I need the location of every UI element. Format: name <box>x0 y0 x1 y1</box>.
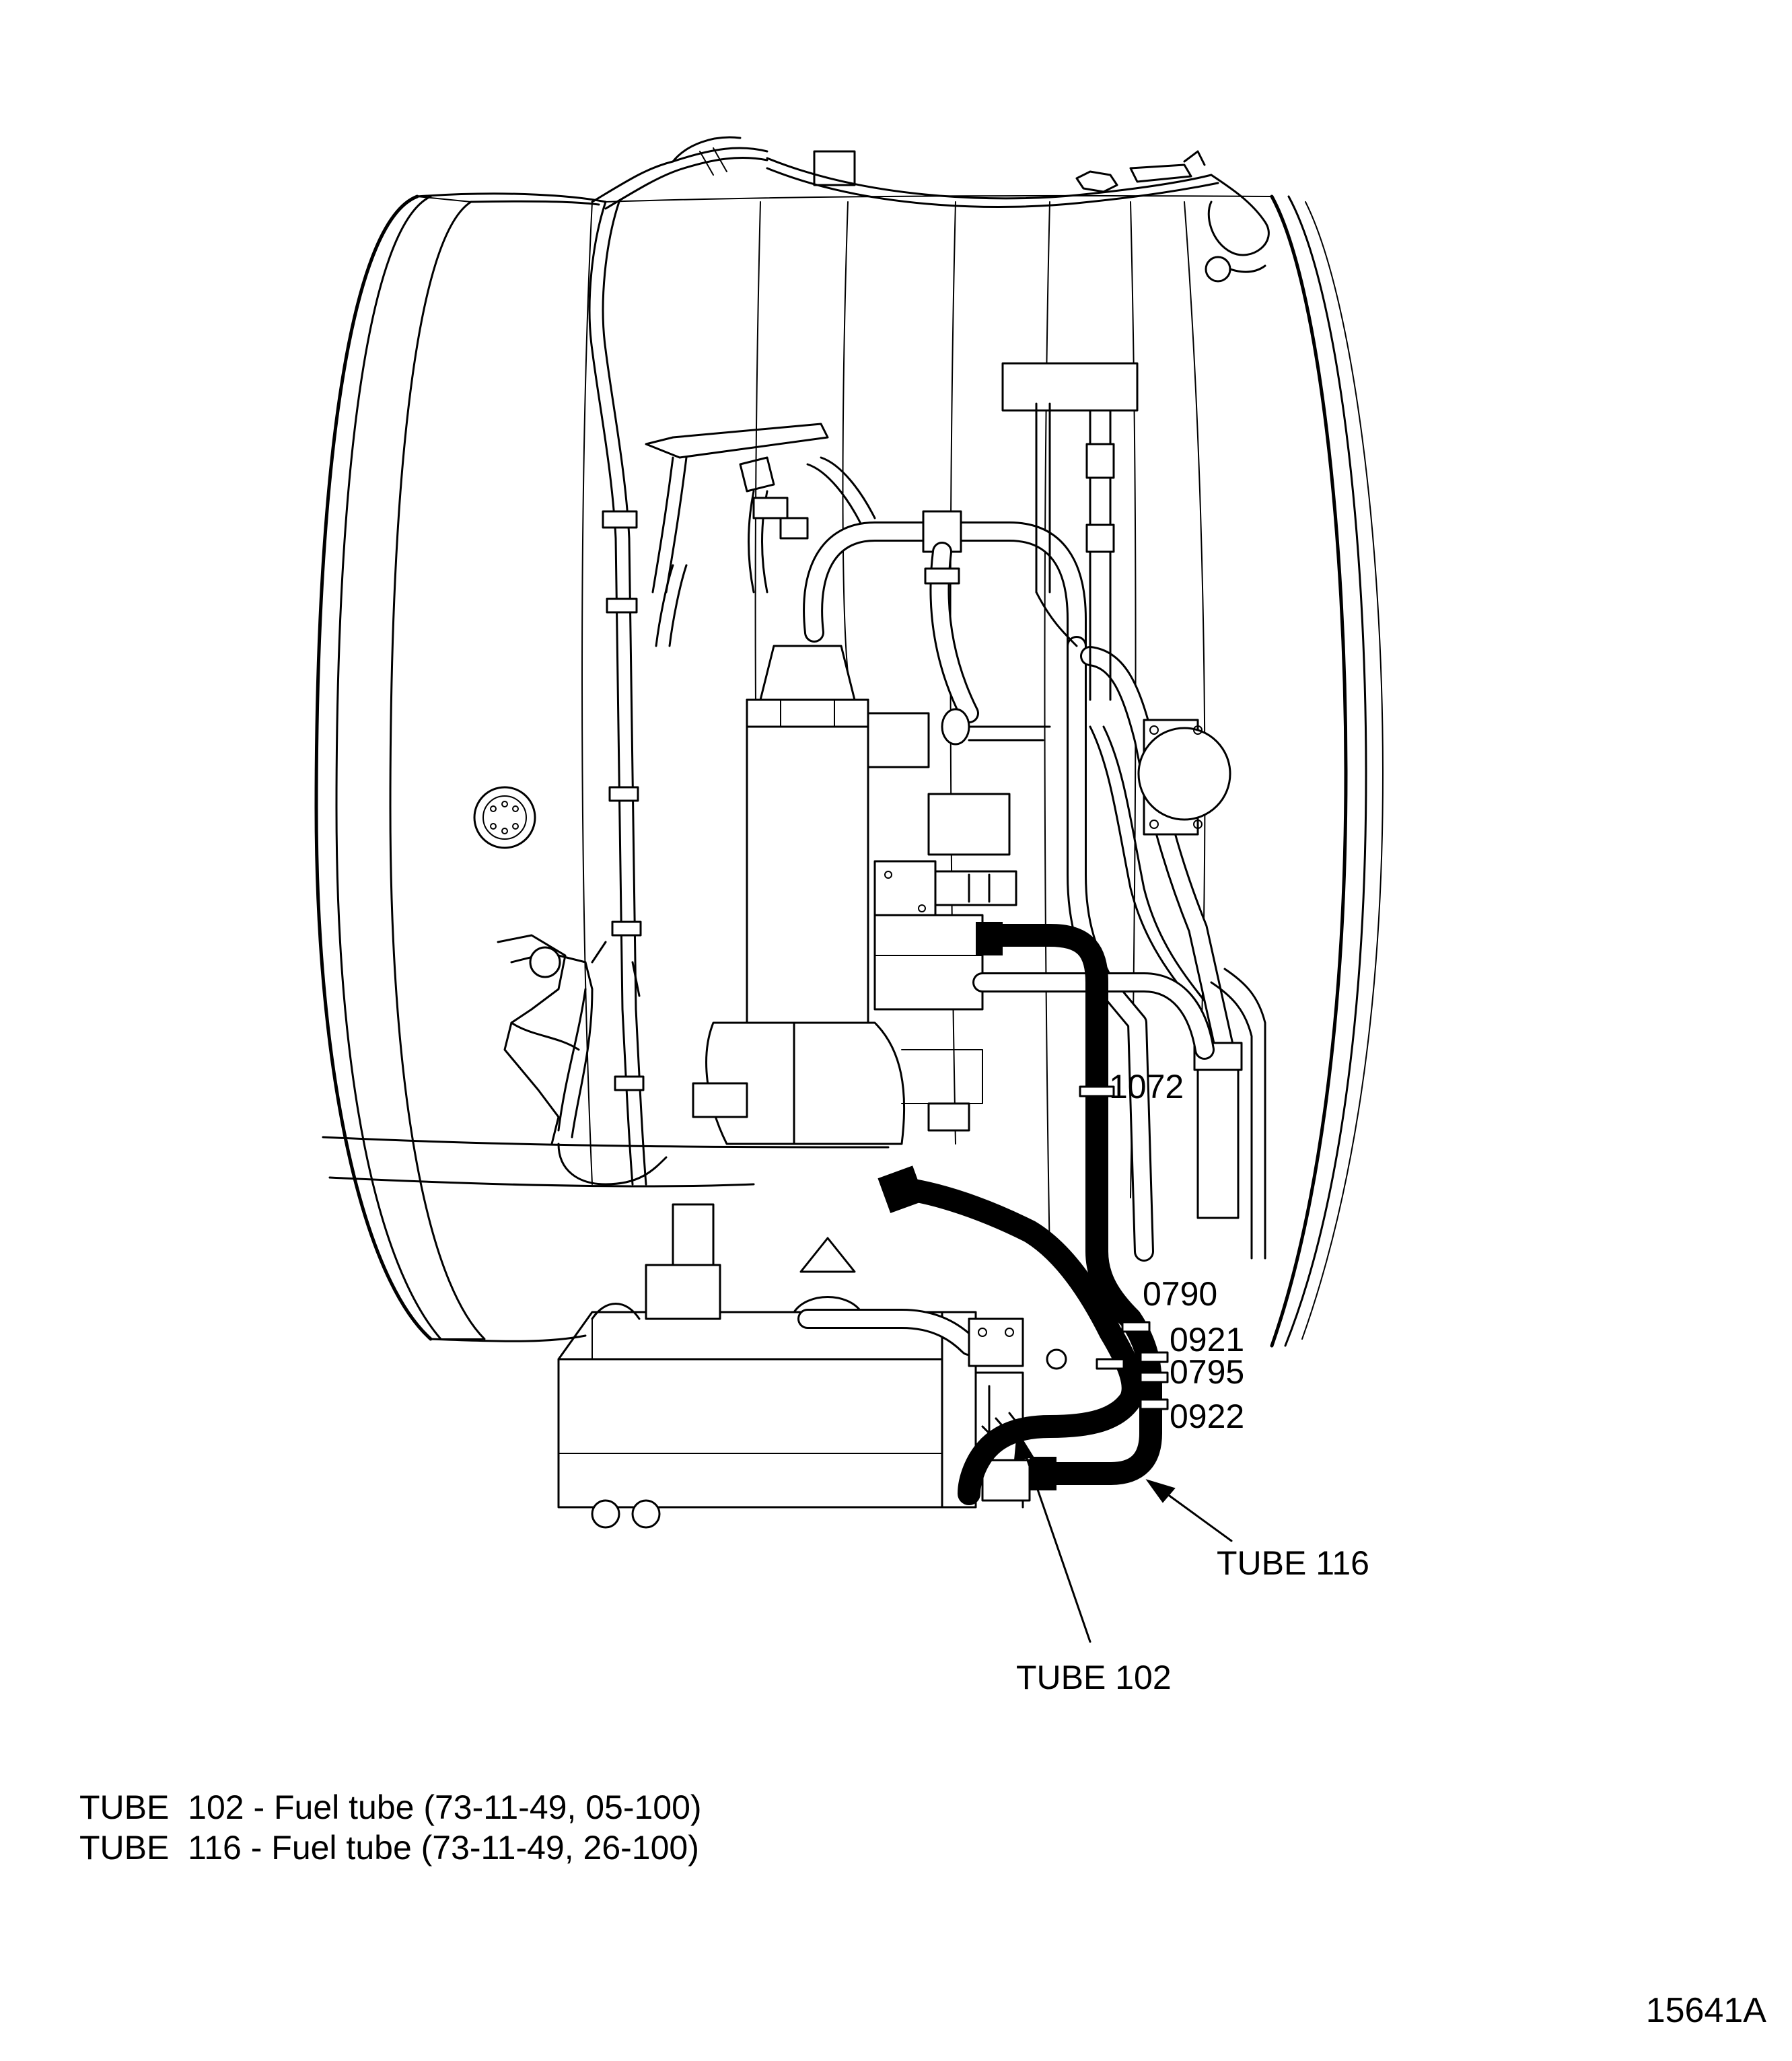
callout-1072: 1072 <box>1109 1068 1184 1106</box>
engine-case <box>314 192 1384 1348</box>
center-components <box>557 362 1266 1529</box>
callout-0922: 0922 <box>1170 1398 1244 1435</box>
tube-102-label: TUBE 102 <box>1016 1659 1172 1696</box>
leader-arrows <box>1013 1429 1233 1643</box>
callout-0921: 0921 <box>1170 1321 1244 1359</box>
figure-id: 15641A <box>1645 1991 1766 2030</box>
callout-0795: 0795 <box>1170 1353 1244 1391</box>
legend-line-2: TUBE 116 - Fuel tube (73-11-49, 26-100) <box>79 1829 699 1867</box>
left-harness <box>497 201 688 1186</box>
tube-labels: TUBE 116 TUBE 102 <box>1016 1544 1369 1696</box>
tube-102 <box>877 1165 1145 1505</box>
legend-line-1: TUBE 102 - Fuel tube (73-11-49, 05-100) <box>79 1788 702 1826</box>
tube-116 <box>976 922 1169 1490</box>
top-harness <box>591 136 1270 283</box>
tube-116-label: TUBE 116 <box>1217 1544 1369 1582</box>
callout-0790: 0790 <box>1143 1275 1217 1313</box>
callouts: 1072 0790 0921 0795 0922 <box>1109 1068 1244 1435</box>
